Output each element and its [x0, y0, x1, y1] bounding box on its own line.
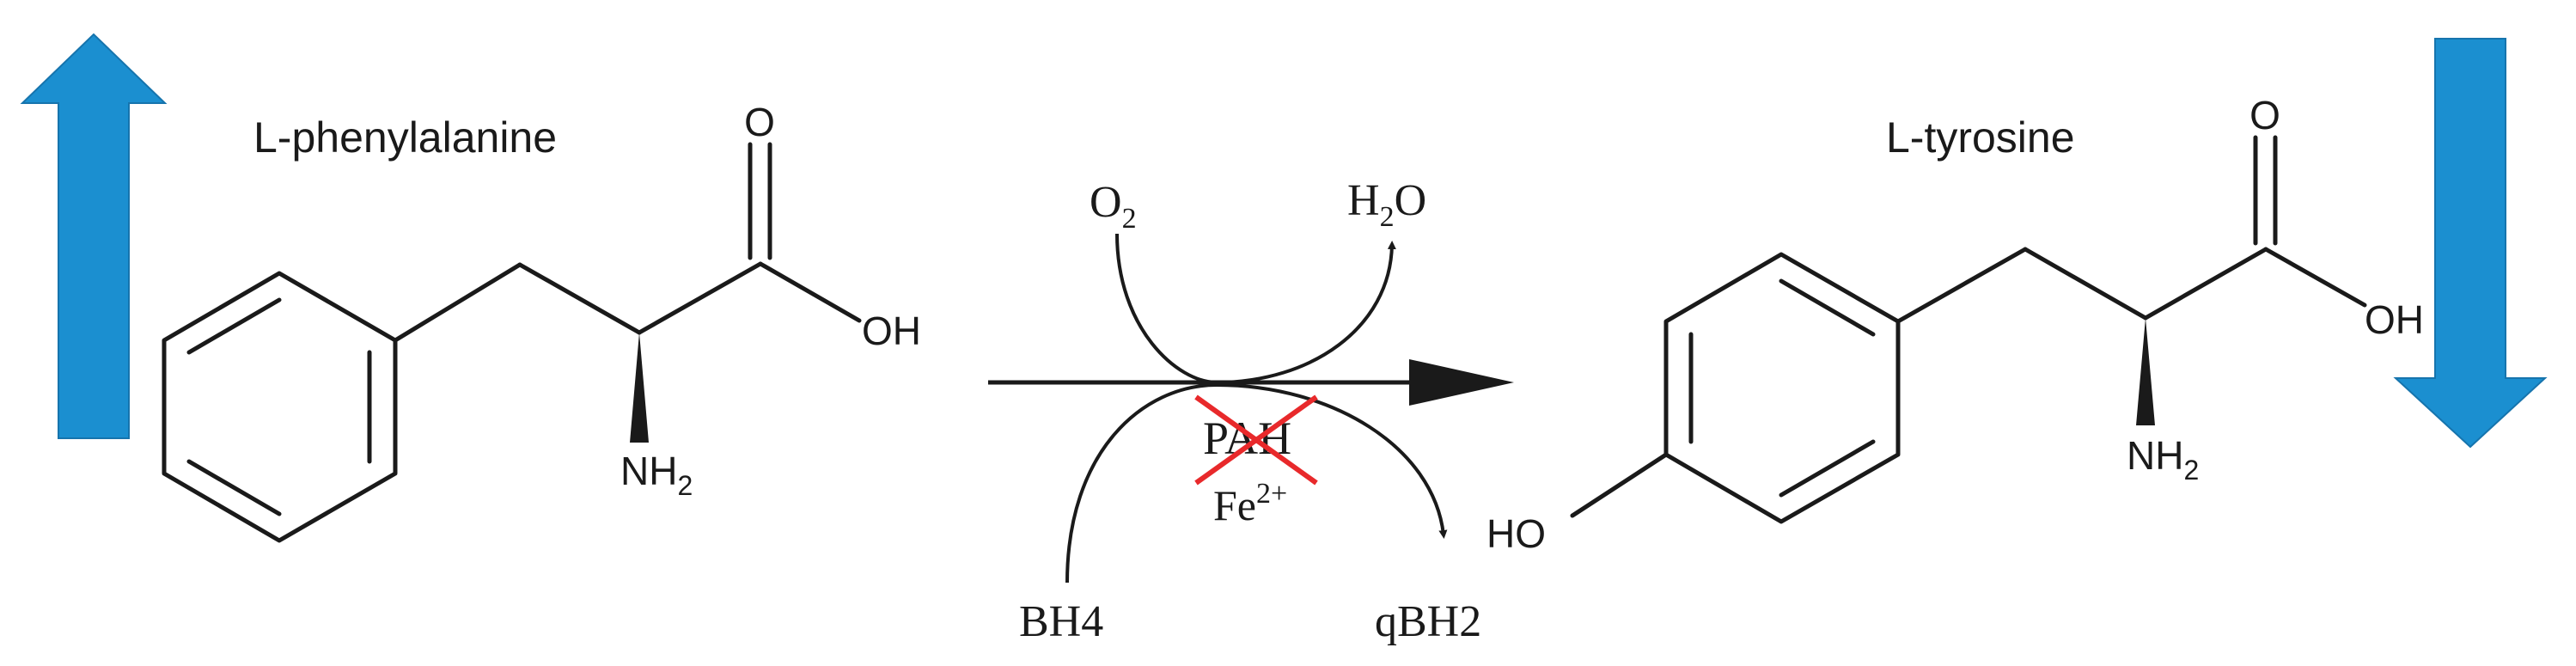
aromatic-bond [186, 297, 282, 355]
product-hydroxyl: OH [2365, 297, 2424, 342]
product-carbonyl-o: O [2249, 93, 2280, 137]
cofactor-metal-label: Fe2+ [1213, 478, 1287, 529]
ch2-bond [393, 262, 522, 343]
product-amine: NH2 [2127, 433, 2199, 486]
bh4-in-curve [1065, 383, 1218, 584]
increase-arrow-icon [20, 33, 168, 439]
substrate-amine: NH2 [620, 449, 693, 501]
aromatic-bond [1779, 439, 1876, 498]
tyrosine-structure [1570, 135, 2367, 524]
aromatic-bond [186, 459, 282, 516]
substrate-name: L-phenylalanine [253, 113, 557, 162]
ch-bond [517, 262, 642, 335]
hydroxyl-bond [2263, 247, 2367, 308]
carboxyl-bond [637, 261, 763, 335]
oxygen-in-curve [1115, 233, 1218, 384]
wedge-bond [2136, 318, 2155, 425]
oxygen-label: O2 [1090, 178, 1137, 235]
phenylalanine-structure [162, 142, 862, 543]
substrate-carbonyl-o: O [744, 100, 775, 144]
ch-bond [2023, 247, 2148, 321]
product-name: L-tyrosine [1886, 113, 2075, 162]
phenol-ring [1663, 252, 1901, 524]
decrease-arrow-icon [2393, 38, 2548, 449]
cofactor-out-label: qBH2 [1375, 597, 1481, 646]
cofactor-in-label: BH4 [1019, 597, 1103, 646]
phenol-oh-bond [1570, 452, 1669, 518]
enzyme-blocked-icon [1194, 394, 1318, 486]
carboxyl-bond [2143, 247, 2268, 321]
water-label: H2O [1347, 176, 1426, 233]
product-ring-hydroxyl: HO [1486, 511, 1546, 556]
substrate-hydroxyl: OH [862, 309, 921, 353]
water-out-curve [1216, 241, 1396, 384]
aromatic-bond [1779, 278, 1876, 337]
wedge-bond [630, 333, 649, 443]
reaction-arrowhead-icon [1409, 359, 1514, 406]
benzene-ring [162, 271, 398, 543]
ch2-bond [1895, 247, 2028, 324]
hydroxyl-bond [758, 261, 862, 323]
qbh2-out-curve [1216, 383, 1448, 539]
